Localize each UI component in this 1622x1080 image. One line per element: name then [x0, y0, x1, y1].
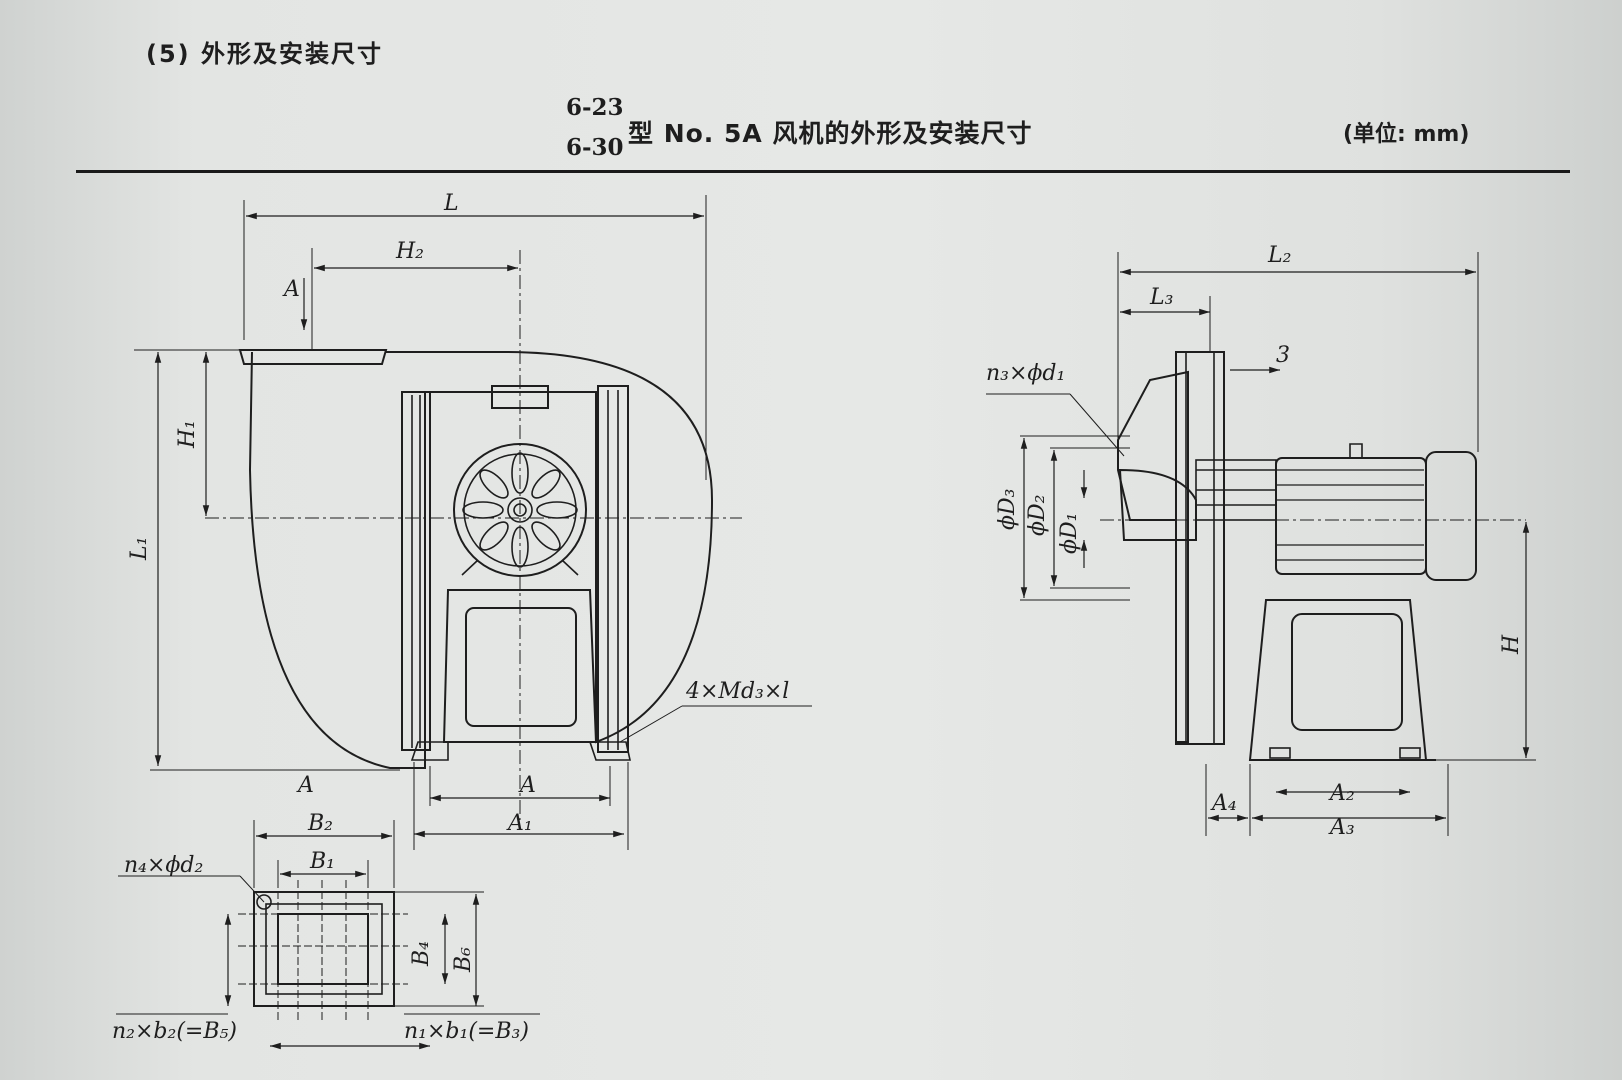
model-number-bottom: 6-30	[566, 134, 624, 161]
dim-B6: B₆	[451, 947, 476, 973]
bolt-hole	[256, 894, 272, 910]
flange-opening	[277, 913, 369, 985]
dim-H: H	[1499, 634, 1524, 655]
dim-B4: B₄	[409, 941, 434, 967]
dim-L3: L₃	[1149, 285, 1173, 310]
dim-A3: A₃	[1328, 815, 1355, 840]
flange-outer	[253, 891, 395, 1007]
dim-H1: H₁	[175, 420, 200, 449]
dim-L2: L₂	[1267, 243, 1291, 268]
hole-spec-n4: n₄×ϕd₂	[124, 853, 203, 878]
dim-D1: ϕD₁	[1057, 513, 1082, 554]
motor-body	[1275, 457, 1427, 575]
dim-L1: L₁	[127, 537, 152, 561]
dim-A2: A₂	[1328, 781, 1355, 806]
inlet-cone	[1118, 468, 1197, 541]
dim-A1: A₁	[506, 811, 533, 836]
model-number-top: 6-23	[566, 94, 624, 121]
terminal-bolt	[1349, 443, 1363, 458]
bolt-spec: 4×Md₃×l	[685, 679, 789, 704]
side-view	[986, 252, 1536, 836]
right-frame-plate	[597, 385, 629, 753]
dim-A4: A₄	[1210, 791, 1237, 816]
hole-spec-n1: n₁×b₁(=B₃)	[404, 1019, 529, 1044]
dim-H2: H₂	[395, 239, 424, 264]
dim-B1: B₁	[309, 849, 335, 874]
view-label-A: A	[296, 773, 314, 798]
title-rule	[76, 170, 1570, 173]
dim-3: 3	[1276, 343, 1290, 368]
front-view	[134, 195, 812, 850]
outlet-flange	[238, 349, 388, 365]
dim-D2: ϕD₂	[1025, 495, 1050, 536]
drawing-title: 型 No. 5A 风机的外形及安装尺寸	[628, 119, 1033, 148]
dim-B2: B₂	[307, 811, 333, 836]
hole-spec-n3: n₃×ϕd₁	[986, 361, 1065, 386]
fan-scroll-housing	[248, 351, 714, 769]
motor-end-cap	[1425, 451, 1477, 581]
housing-side	[1117, 370, 1189, 743]
dim-D3: ϕD₃	[995, 489, 1020, 530]
pedestal-window	[465, 607, 577, 727]
inlet-flange-detail	[116, 820, 540, 1050]
dim-A: A	[518, 773, 536, 798]
dim-L: L	[443, 191, 459, 216]
section-heading: (5) 外形及安装尺寸	[146, 40, 383, 68]
motor-base	[1248, 599, 1428, 761]
hole-spec-n2: n₂×b₂(=B₅)	[112, 1019, 237, 1044]
unit-note: (单位: mm)	[1343, 122, 1470, 147]
section-arrow-A: A	[282, 277, 300, 302]
